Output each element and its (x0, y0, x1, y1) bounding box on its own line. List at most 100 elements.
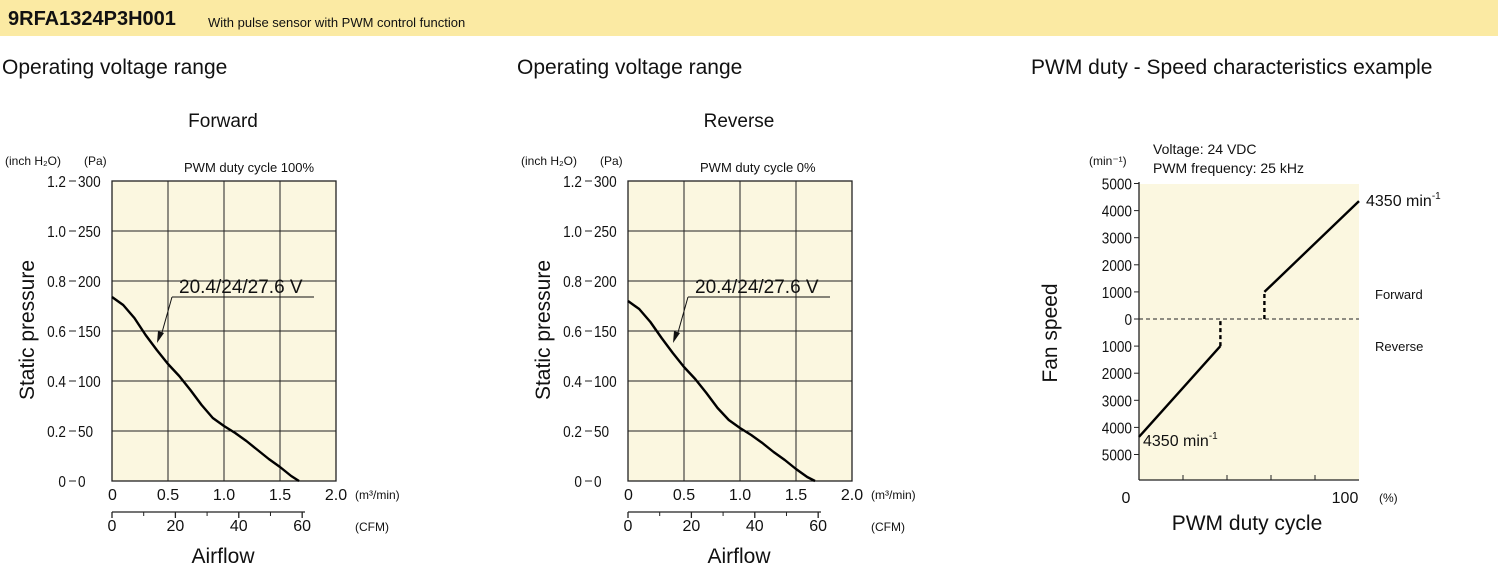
pq0-y-tick-inch: 0 (58, 474, 66, 491)
pq0-x-tick-m3: 1.0 (213, 487, 235, 504)
pwm-forward-label: Forward (1375, 287, 1423, 302)
pq1-y-tick-inch: 0.4 (563, 374, 582, 391)
pq0-duty-annotation: PWM duty cycle 100% (184, 160, 314, 175)
pq1-x-tick-cfm: 0 (624, 518, 633, 535)
model-description: With pulse sensor with PWM control funct… (208, 15, 466, 30)
pwm-frequency-label: PWM frequency: 25 kHz (1153, 160, 1304, 176)
pq0-y-tick-inch: 1.2 (47, 174, 66, 191)
pwm-y-tick-label: 3000 (1102, 231, 1132, 248)
pq1-y-tick-inch: 0 (574, 474, 582, 491)
pq1-y-tick-inch: 1.2 (563, 174, 582, 191)
pwm-y-unit: (min⁻¹) (1089, 154, 1127, 168)
pq0-x-unit-cfm: (CFM) (355, 520, 389, 534)
pq0-x-tick-m3: 1.5 (269, 487, 291, 504)
pq0-y-tick-pa: 150 (78, 324, 101, 341)
pq0-y-tick-inch: 0.4 (47, 374, 66, 391)
pq0-curve-label: 20.4/24/27.6 V (179, 277, 303, 298)
pq1-plot-frame (627, 180, 853, 482)
pq0-x-tick-cfm: 0 (108, 518, 117, 535)
pwm-speed-line-0 (1138, 345, 1222, 438)
pwm-max-label-reverse: 4350 min-1 (1143, 431, 1218, 450)
pq0-x-axis-label: Airflow (191, 545, 255, 568)
pq0-y-tick-pa: 200 (78, 274, 101, 291)
pq1-y-unit-inch: (inch H₂O) (521, 154, 577, 168)
pwm-reverse-label: Reverse (1375, 339, 1423, 354)
pq1-x-axis-label: Airflow (707, 545, 771, 568)
pwm-y-tick-label: 2000 (1102, 258, 1132, 275)
pq0-y-unit-inch: (inch H₂O) (5, 154, 61, 168)
pq0-y-tick-inch: 0.8 (47, 274, 66, 291)
pq0-callout-arrowhead (157, 331, 164, 343)
pq0-x-tick-m3: 0 (108, 487, 117, 504)
pwm-x-axis-label: PWM duty cycle (1172, 512, 1323, 535)
pwm-y-tick-label: 2000 (1102, 366, 1132, 383)
pwm-max-label-reverse-sup: -1 (1209, 431, 1218, 442)
pq0-y-tick-inch: 0.6 (47, 324, 66, 341)
pq0-x-tick-cfm: 60 (293, 518, 311, 535)
pq0-y-tick-pa: 100 (78, 374, 101, 391)
pq0-y-tick-pa: 250 (78, 224, 101, 241)
pwm-y-tick-label: 1000 (1102, 339, 1132, 356)
pq1-y-tick-pa: 50 (594, 424, 609, 441)
pq0-x-tick-m3: 0.5 (157, 487, 179, 504)
pwm-y-tick-label: 4000 (1102, 420, 1132, 437)
pwm-y-axis-label: Fan speed (1039, 283, 1062, 382)
pwm-y-tick-label: 0 (1124, 312, 1132, 329)
pwm-max-label-forward: 4350 min-1 (1366, 191, 1441, 210)
pq0-x-tick-m3: 2.0 (325, 487, 347, 504)
pq0-callout-leader (160, 296, 173, 337)
pwm-y-tick-label: 5000 (1102, 448, 1132, 465)
pq1-x-tick-m3: 1.5 (785, 487, 807, 504)
pwm-y-tick-label: 3000 (1102, 393, 1132, 410)
pq1-y-tick-inch: 0.6 (563, 324, 582, 341)
pq1-y-tick-pa: 0 (594, 474, 602, 491)
pq1-y-tick-pa: 250 (594, 224, 617, 241)
pq0-x-tick-cfm: 20 (166, 518, 184, 535)
pq1-y-tick-inch: 0.2 (563, 424, 582, 441)
pq1-x-unit-cfm: (CFM) (871, 520, 905, 534)
pq0-pq-curve (111, 296, 300, 483)
pq1-y-tick-pa: 300 (594, 174, 617, 191)
pq0-y-tick-inch: 1.0 (47, 224, 66, 241)
pwm-x-tick-label: 100 (1332, 490, 1359, 507)
pq1-x-tick-m3: 2.0 (841, 487, 863, 504)
pq0-y-axis-label: Static pressure (16, 260, 39, 400)
model-number: 9RFA1324P3H001 (8, 8, 176, 30)
pq1-y-tick-pa: 200 (594, 274, 617, 291)
pq1-x-tick-m3: 0 (624, 487, 633, 504)
pwm-plot-area (1139, 184, 1359, 480)
pq1-y-tick-inch: 1.0 (563, 224, 582, 241)
pq1-y-axis-label: Static pressure (532, 260, 555, 400)
pq1-x-tick-m3: 1.0 (729, 487, 751, 504)
pq0-y-tick-pa: 300 (78, 174, 101, 191)
pq1-pq-curve (627, 300, 816, 483)
pq0-chart-title: Forward (188, 111, 258, 132)
section-title-forward: Operating voltage range (2, 56, 228, 79)
pq0-plot-frame (111, 180, 337, 482)
pq1-y-tick-pa: 150 (594, 324, 617, 341)
section-title-reverse: Operating voltage range (517, 56, 743, 79)
pq1-x-tick-cfm: 60 (809, 518, 827, 535)
header-bar: 9RFA1324P3H001 With pulse sensor with PW… (0, 0, 1498, 36)
pq1-duty-annotation: PWM duty cycle 0% (700, 160, 816, 175)
pq1-x-unit-m3: (m³/min) (871, 488, 916, 502)
pwm-y-tick-label: 5000 (1102, 177, 1132, 194)
pwm-y-tick-label: 4000 (1102, 204, 1132, 221)
section-title-pwm: PWM duty - Speed characteristics example (1031, 56, 1433, 79)
pq1-chart-title: Reverse (704, 111, 775, 132)
pq0-y-tick-inch: 0.2 (47, 424, 66, 441)
pq1-x-tick-cfm: 40 (746, 518, 764, 535)
pwm-x-tick-label: 0 (1122, 490, 1131, 507)
pq1-y-unit-pa: (Pa) (600, 154, 623, 168)
pq1-callout-arrowhead (673, 331, 680, 343)
pwm-speed-line-1 (1263, 200, 1360, 293)
pwm-x-unit: (%) (1379, 491, 1398, 505)
pq1-callout-leader (676, 296, 689, 337)
pq1-y-tick-pa: 100 (594, 374, 617, 391)
pq1-x-tick-cfm: 20 (682, 518, 700, 535)
pq0-y-unit-pa: (Pa) (84, 154, 107, 168)
pwm-voltage-label: Voltage: 24 VDC (1153, 141, 1257, 157)
pq0-y-tick-pa: 0 (78, 474, 86, 491)
pq1-x-tick-m3: 0.5 (673, 487, 695, 504)
